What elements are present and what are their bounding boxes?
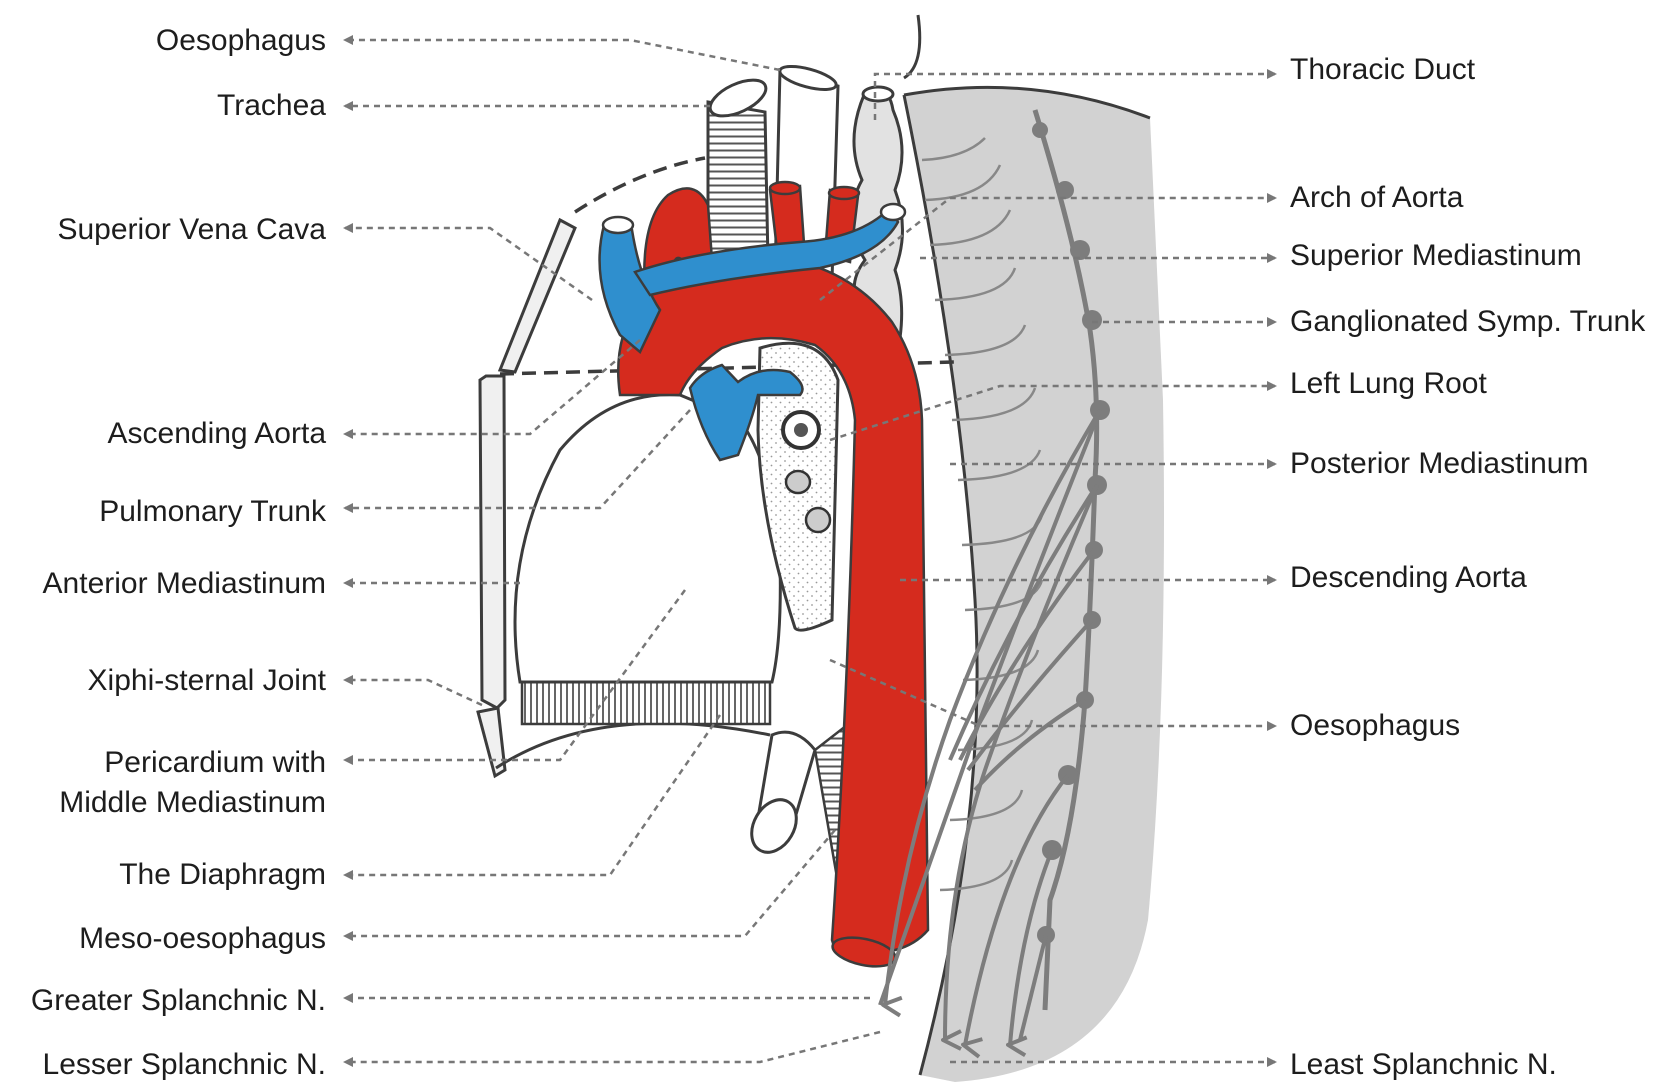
label-xiphi-sternal-joint: Xiphi-sternal Joint [87, 664, 326, 697]
label-posterior-mediastinum: Posterior Mediastinum [1290, 447, 1589, 480]
label-anterior-mediastinum: Anterior Mediastinum [42, 567, 326, 600]
pulmonary-vessel-2 [804, 506, 832, 534]
oesophagus-end [750, 798, 798, 854]
trachea [706, 100, 770, 264]
thoracic-duct-top [861, 85, 895, 103]
label-superior-mediastinum: Superior Mediastinum [1290, 239, 1582, 272]
label-left-lung-root: Left Lung Root [1290, 367, 1487, 400]
label-pericardium-middle-mediastinum: Pericardium with Middle Mediastinum [59, 746, 326, 819]
bronchus-lumen [794, 423, 808, 437]
midline-thread [903, 14, 922, 80]
diaphragm-muscle [520, 680, 772, 726]
label-oesophagus-left: Oesophagus [155, 24, 326, 57]
label-meso-oesophagus: Meso-oesophagus [79, 922, 326, 955]
oesophagus-top [778, 65, 838, 91]
trachea-top [708, 78, 768, 118]
label-ganglionated-symp-trunk: Ganglionated Symp. Trunk [1290, 305, 1646, 338]
pulmonary-vessel-1 [784, 469, 812, 495]
label-least-splanchnic: Least Splanchnic N. [1290, 1048, 1557, 1081]
label-oesophagus-right: Oesophagus [1290, 709, 1461, 742]
diaphragm-dome [495, 721, 771, 770]
label-pulmonary-trunk: Pulmonary Trunk [99, 495, 326, 528]
label-thoracic-duct: Thoracic Duct [1290, 53, 1476, 86]
leader-lines-right [819, 69, 1277, 1067]
label-superior-vena-cava: Superior Vena Cava [57, 213, 326, 246]
posterior-wall [904, 87, 1164, 1083]
label-descending-aorta: Descending Aorta [1290, 561, 1527, 594]
pulmonary-trunk [688, 363, 804, 462]
label-trachea: Trachea [217, 89, 326, 122]
brachiocephalic-veins [598, 202, 907, 355]
label-ascending-aorta: Ascending Aorta [107, 417, 326, 450]
label-arch-of-aorta: Arch of Aorta [1290, 181, 1464, 214]
posterior-wall-edge [903, 85, 1151, 120]
label-greater-splanchnic: Greater Splanchnic N. [30, 984, 326, 1017]
splanchnic-nerves [878, 408, 1102, 1059]
leader-lines-left [343, 35, 881, 1067]
sternum [476, 217, 577, 779]
label-the-diaphragm: The Diaphragm [119, 858, 326, 891]
label-lesser-splanchnic: Lesser Splanchnic N. [42, 1048, 326, 1081]
vertebral-line [902, 94, 979, 1076]
